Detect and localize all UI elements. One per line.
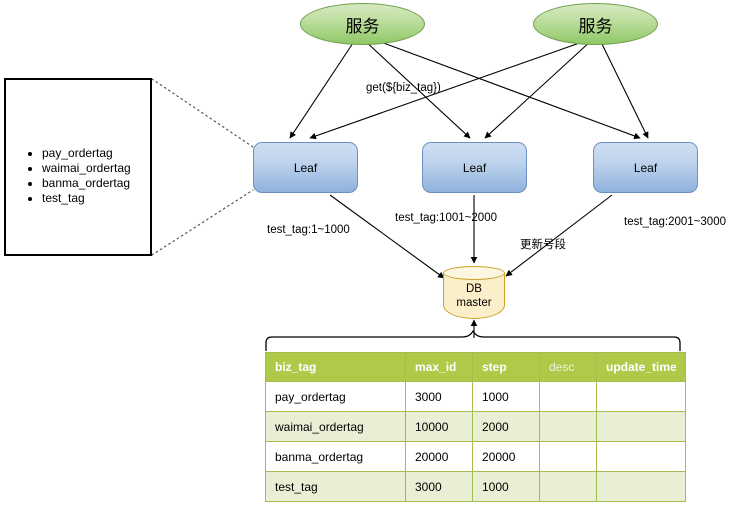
- cell-biz-tag: test_tag: [265, 471, 406, 502]
- edge-label-range-left: test_tag:1~1000: [267, 224, 350, 236]
- cell-step: 2000: [472, 411, 540, 442]
- column-header-update-time: update_time: [596, 352, 686, 382]
- callout-line-bottom: [151, 189, 254, 256]
- cell-max-id: 3000: [405, 381, 473, 412]
- leaf-node-3-label: Leaf: [633, 160, 658, 175]
- column-header-step: step: [472, 352, 540, 382]
- db-label-line1: DB: [466, 282, 482, 295]
- leaf-node-1-label: Leaf: [293, 160, 318, 175]
- edge-label-get-call: get(${biz_tag}): [366, 82, 441, 94]
- cell-biz-tag: waimai_ordertag: [265, 411, 406, 442]
- cell-desc: [539, 411, 597, 442]
- db-cylinder-body: [443, 273, 505, 319]
- cell-update-time: [596, 381, 686, 412]
- cell-update-time: [596, 441, 686, 472]
- cell-desc: [539, 381, 597, 412]
- list-item: banma_ordertag: [42, 176, 131, 191]
- table-row: pay_ordertag 3000 1000: [265, 381, 686, 412]
- cell-desc: [539, 471, 597, 502]
- column-header-biz-tag: biz_tag: [265, 352, 406, 382]
- edge-label-range-right: test_tag:2001~3000: [624, 216, 726, 228]
- cell-update-time: [596, 471, 686, 502]
- leaf-node-2[interactable]: Leaf: [422, 142, 527, 193]
- list-item: test_tag: [42, 191, 131, 206]
- cell-update-time: [596, 411, 686, 442]
- biz-tag-legend-box: pay_ordertag waimai_ordertag banma_order…: [4, 78, 152, 256]
- service-node-2[interactable]: 服务: [533, 3, 658, 45]
- leaf-node-2-label: Leaf: [462, 160, 487, 175]
- leaf-node-1[interactable]: Leaf: [253, 142, 358, 193]
- cell-step: 20000: [472, 441, 540, 472]
- cell-max-id: 10000: [405, 411, 473, 442]
- leaf-node-3[interactable]: Leaf: [593, 142, 698, 193]
- leaf-alloc-table: biz_tag max_id step desc update_time pay…: [265, 352, 686, 502]
- biz-tag-legend-list: pay_ordertag waimai_ordertag banma_order…: [28, 146, 131, 206]
- db-master-label: DB master: [443, 266, 505, 319]
- edge-leaf1-db: [329, 194, 445, 279]
- list-item: pay_ordertag: [42, 146, 131, 161]
- callout-line-top: [151, 78, 254, 148]
- service-node-2-label: 服务: [578, 16, 613, 36]
- db-master-node[interactable]: DB master: [443, 266, 505, 319]
- edge-service2-leaf3: [599, 39, 649, 139]
- leaf-alloc-table-wrap: biz_tag max_id step desc update_time pay…: [265, 352, 686, 502]
- cell-step: 1000: [472, 381, 540, 412]
- cell-desc: [539, 441, 597, 472]
- edge-service2-leaf1: [309, 39, 589, 140]
- table-row: waimai_ordertag 10000 2000: [265, 411, 686, 442]
- edge-service2-leaf2: [484, 39, 593, 139]
- service-node-1-label: 服务: [345, 16, 380, 36]
- edge-service1-leaf1: [289, 39, 356, 139]
- cell-biz-tag: banma_ordertag: [265, 441, 406, 472]
- cell-max-id: 20000: [405, 441, 473, 472]
- column-header-desc: desc: [539, 352, 597, 382]
- service-node-1[interactable]: 服务: [300, 3, 425, 45]
- table-brace: [265, 330, 681, 351]
- db-cylinder-top: [443, 266, 505, 280]
- table-row: test_tag 3000 1000: [265, 471, 686, 502]
- table-header-row: biz_tag max_id step desc update_time: [265, 352, 686, 382]
- edge-label-update-segment: 更新号段: [520, 239, 566, 251]
- cell-step: 1000: [472, 471, 540, 502]
- edge-label-range-middle: test_tag:1001~2000: [395, 212, 497, 224]
- column-header-max-id: max_id: [405, 352, 473, 382]
- list-item: waimai_ordertag: [42, 161, 131, 176]
- cell-max-id: 3000: [405, 471, 473, 502]
- cell-biz-tag: pay_ordertag: [265, 381, 406, 412]
- table-row: banma_ordertag 20000 20000: [265, 441, 686, 472]
- db-label-line2: master: [456, 296, 492, 309]
